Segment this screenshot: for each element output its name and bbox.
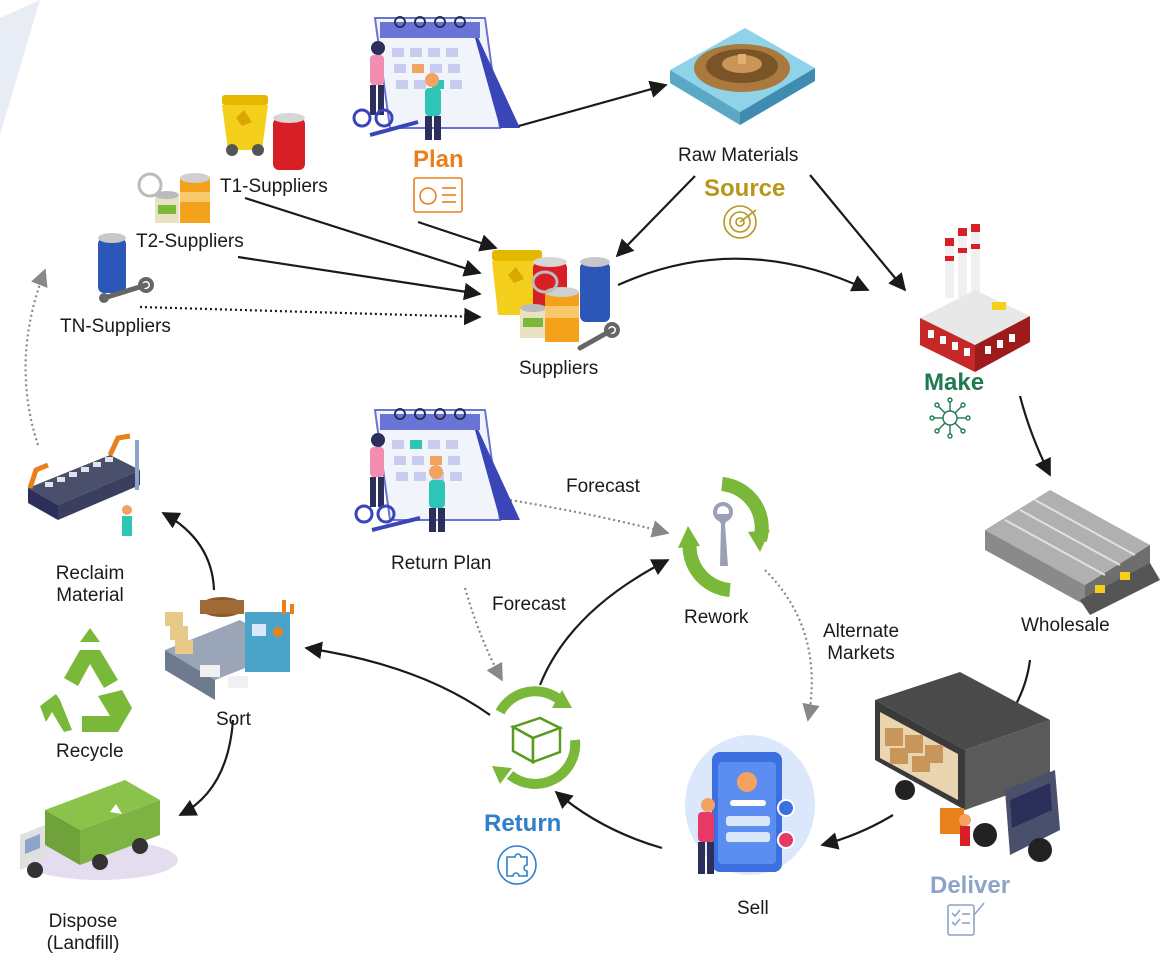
- alternate-label-line1: Alternate: [822, 621, 900, 642]
- dispose-label-line1: Dispose: [48, 911, 118, 932]
- arrow-raw-make: [809, 174, 907, 292]
- arrow-returnplan-rework: [509, 498, 670, 538]
- make-network-icon: [929, 397, 971, 439]
- arrow-sort-dispose: [178, 719, 235, 816]
- arrow-tn-suppliers: [139, 305, 482, 326]
- forecast-return-label: Forecast: [492, 594, 566, 615]
- plan-chart-icon: [413, 177, 463, 213]
- garbage-truck-illustration: [20, 780, 178, 880]
- t1-suppliers-label: T1-Suppliers: [220, 176, 328, 197]
- source-target-icon: [723, 205, 757, 239]
- alternate-markets-label: Alternate Markets: [814, 621, 908, 665]
- return-plan-label: Return Plan: [391, 553, 492, 574]
- rework-cycle-illustration: [678, 477, 770, 597]
- arrow-suppliers-make: [617, 257, 870, 292]
- phase-return-label: Return: [484, 810, 562, 837]
- factory-illustration: [920, 224, 1030, 372]
- reclaim-material-label: Reclaim Material: [48, 563, 132, 607]
- sort-label: Sort: [216, 709, 251, 730]
- reclaim-material-illustration: [27, 433, 140, 536]
- dispose-label-line2: (Landfill): [46, 933, 120, 954]
- raw-materials-illustration: [670, 28, 815, 125]
- wholesale-warehouse-illustration: [985, 490, 1160, 615]
- arrow-sort-reclaim: [161, 512, 216, 591]
- sell-label: Sell: [737, 898, 769, 919]
- arrow-plan-suppliers: [417, 220, 498, 252]
- arrow-rework-sell: [764, 569, 820, 722]
- t2-suppliers-illustration: [137, 172, 210, 223]
- arrows: [24, 80, 1051, 850]
- suppliers-label: Suppliers: [519, 358, 599, 379]
- forecast-rework-label: Forecast: [566, 476, 640, 497]
- t2-suppliers-label: T2-Suppliers: [136, 231, 244, 252]
- return-puzzle-icon: [497, 845, 537, 885]
- t1-suppliers-illustration: [222, 95, 305, 170]
- arrow-plan-raw: [514, 80, 668, 129]
- sell-phone-illustration: [685, 735, 815, 875]
- alternate-label-line2: Markets: [827, 643, 895, 664]
- recycle-label: Recycle: [56, 741, 124, 762]
- suppliers-illustration: [492, 250, 620, 351]
- tn-suppliers-illustration: [98, 233, 154, 303]
- phase-deliver-label: Deliver: [930, 872, 1011, 899]
- reclaim-label-line1: Reclaim: [55, 563, 125, 584]
- arrow-sell-return: [554, 790, 663, 850]
- phase-plan-label: Plan: [413, 146, 464, 173]
- arrow-return-sort: [304, 641, 491, 716]
- wholesale-label: Wholesale: [1021, 615, 1110, 636]
- phase-make-label: Make: [924, 369, 985, 396]
- return-plan-calendar-illustration: [354, 408, 520, 532]
- delivery-truck-illustration: [875, 672, 1060, 862]
- arrow-return-rework: [538, 559, 670, 686]
- reclaim-label-line2: Material: [56, 585, 124, 606]
- sort-machine-illustration: [165, 597, 294, 700]
- raw-materials-label: Raw Materials: [678, 145, 799, 166]
- return-box-illustration: [492, 686, 581, 789]
- plan-calendar-illustration: [352, 16, 520, 140]
- arrow-reclaim-tn: [24, 268, 48, 446]
- phase-source-label: Source: [704, 175, 786, 202]
- dispose-label: Dispose (Landfill): [45, 911, 121, 955]
- arrow-t2-suppliers: [237, 255, 482, 301]
- tn-suppliers-label: TN-Suppliers: [60, 316, 171, 337]
- arrow-deliver-sell: [820, 814, 894, 850]
- arrow-raw-suppliers: [615, 175, 696, 258]
- arrow-t1-suppliers: [244, 196, 482, 277]
- arrow-returnplan-return: [463, 587, 503, 682]
- recycle-symbol-illustration: [40, 628, 132, 732]
- arrow-make-wholesale: [1018, 395, 1051, 477]
- corner-decoration: [0, 0, 40, 135]
- rework-label: Rework: [684, 607, 749, 628]
- deliver-checklist-icon: [947, 902, 985, 936]
